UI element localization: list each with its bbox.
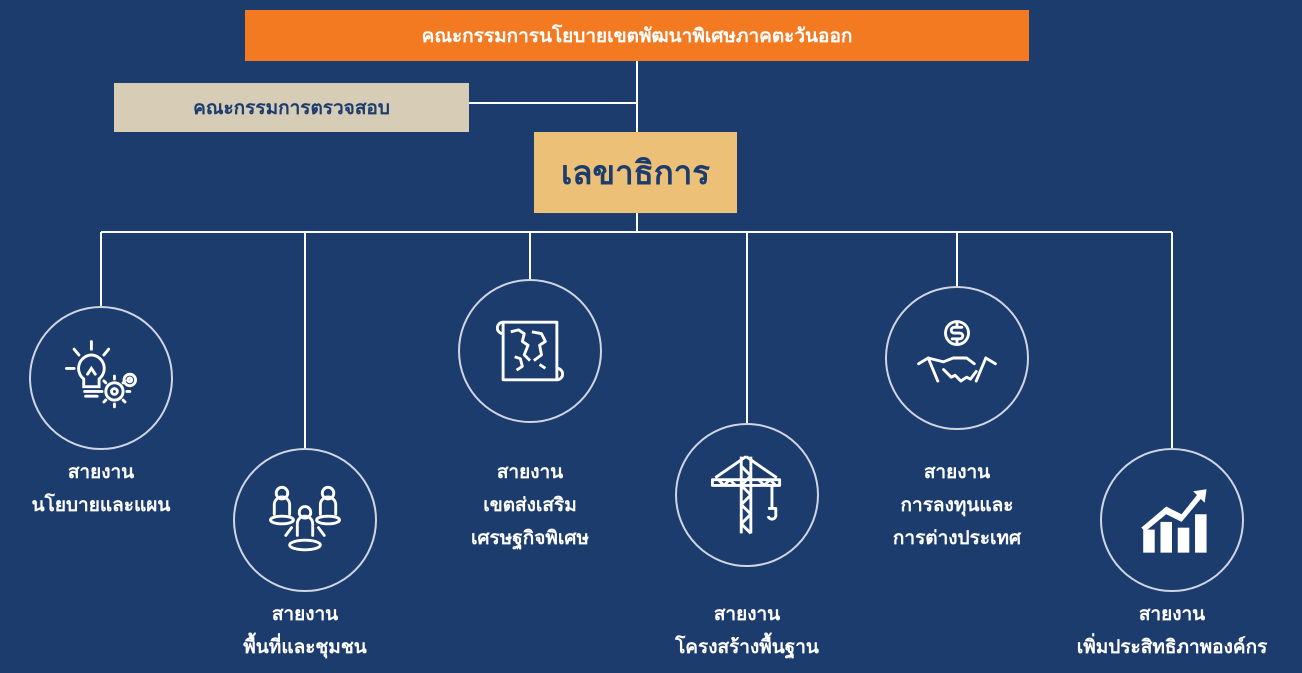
division-label-policy: สายงานนโยบายและแผน bbox=[31, 461, 171, 516]
division-circle-invest bbox=[885, 286, 1029, 430]
audit-committee-box: คณะกรรมการตรวจสอบ bbox=[114, 83, 469, 132]
division-label-eec: สายงานเขตส่งเสริมเศรษฐกิจพิเศษ bbox=[470, 461, 589, 549]
division-circle-infra bbox=[675, 423, 819, 567]
map-scroll-icon bbox=[495, 320, 565, 382]
secretariat-box: เลขาธิการ bbox=[534, 132, 737, 213]
division-circle-area bbox=[233, 448, 377, 592]
division-circle-eec bbox=[458, 279, 602, 423]
top-committee-title: คณะกรรมการนโยบายเขตพัฒนาพิเศษภาคตะวันออก bbox=[421, 24, 853, 47]
handshake-dollar-icon bbox=[917, 320, 997, 383]
division-circle-efficiency bbox=[1100, 448, 1244, 592]
secretariat-title: เลขาธิการ bbox=[561, 153, 710, 192]
division-label-infra: สายงานโครงสร้างพื้นฐาน bbox=[675, 603, 819, 658]
tower-crane-icon bbox=[711, 455, 782, 535]
growth-chart-icon bbox=[1141, 489, 1207, 553]
division-label-efficiency: สายงานเพิ่มประสิทธิภาพองค์กร bbox=[1076, 603, 1268, 658]
community-people-icon bbox=[269, 485, 341, 552]
division-circle-policy bbox=[29, 306, 173, 450]
division-label-invest: สายงานการลงทุนและการต่างประเทศ bbox=[892, 461, 1022, 549]
top-committee-box: คณะกรรมการนโยบายเขตพัฒนาพิเศษภาคตะวันออก bbox=[245, 10, 1029, 61]
audit-committee-title: คณะกรรมการตรวจสอบ bbox=[193, 96, 390, 119]
lightbulb-gears-icon bbox=[65, 340, 137, 409]
division-label-area: สายงานพื้นที่และชุมชน bbox=[243, 603, 367, 658]
